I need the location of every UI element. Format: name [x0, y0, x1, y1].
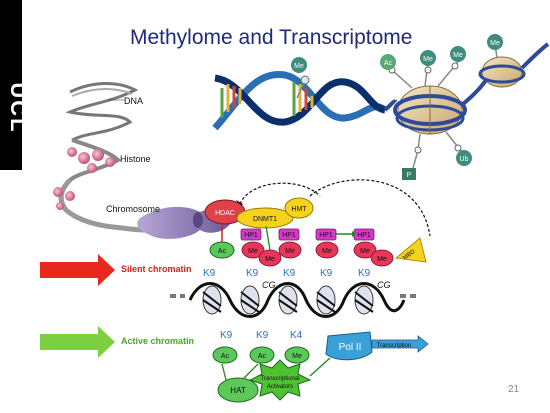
dna-label: DNA [124, 96, 144, 106]
svg-text:Me: Me [322, 248, 332, 255]
mark-me-1: Me [291, 57, 307, 73]
dnmt1-label: DNMT1 [253, 216, 277, 223]
me-silent-6: Me [370, 249, 394, 267]
mark-me-4-label: Me [490, 40, 500, 47]
tail-joints [388, 62, 462, 154]
mbd-node: MBD [395, 237, 427, 263]
hp1-box-2: HP1 [278, 228, 300, 241]
k9-silent-5: K9 [358, 268, 371, 279]
ucl-logo-bar: UCL [0, 0, 31, 170]
svg-text:Me: Me [285, 248, 295, 255]
nucleosome-small [478, 56, 526, 88]
me-active: Me [284, 346, 310, 364]
svg-text:Ac: Ac [258, 353, 267, 360]
mark-ub-label: Ub [460, 156, 469, 163]
histone-beads [53, 147, 115, 210]
hp1-box-4: HP1 [353, 228, 375, 241]
k9-silent-2: K9 [246, 268, 259, 279]
pol2-node: Pol II [325, 331, 373, 361]
histone-label: Histone [120, 154, 151, 164]
transcription-arrow: Transcription [371, 335, 429, 353]
mark-me-2: Me [420, 50, 436, 66]
me-silent-4: Me [315, 241, 339, 259]
mark-me-2-label: Me [423, 56, 433, 63]
svg-text:Activators: Activators [267, 384, 293, 390]
mark-me-3-label: Me [453, 52, 463, 59]
mark-ac: Ac [380, 54, 396, 70]
dna-double-helix [212, 70, 388, 131]
k9-active-1: K9 [220, 330, 233, 341]
svg-text:Transcriptional: Transcriptional [260, 376, 299, 382]
active-chromatin-label: Active chromatin [121, 336, 194, 346]
mark-ac-label: Ac [384, 60, 393, 67]
k4-active: K4 [290, 330, 303, 341]
ac-silent-node: Ac [209, 241, 235, 259]
ac-silent-label: Ac [218, 248, 227, 255]
hp1-box-3: HP1 [315, 228, 337, 241]
mark-me-3: Me [450, 46, 466, 62]
hmt-label: HMT [291, 206, 307, 213]
svg-text:Me: Me [360, 248, 370, 255]
slide-title: Methylome and Transcriptome [130, 26, 413, 49]
svg-text:HP1: HP1 [244, 232, 258, 239]
mark-ub: Ub [456, 150, 472, 166]
k9-silent-4: K9 [320, 268, 333, 279]
me-silent-3: Me [278, 241, 302, 259]
svg-text:Me: Me [377, 256, 387, 263]
me-silent-2: Me [258, 249, 282, 267]
transcriptional-activators: Transcriptional Activators [248, 359, 312, 401]
active-chromatin-arrow [40, 326, 115, 358]
chromatin-fiber [170, 282, 420, 318]
mark-me-1-label: Me [294, 63, 304, 70]
k9-active-2: K9 [256, 330, 269, 341]
svg-text:HP1: HP1 [357, 232, 371, 239]
ac-active-1: Ac [212, 346, 238, 364]
mark-p-label: P [407, 172, 412, 179]
mark-me-4: Me [487, 34, 503, 50]
hmt-node: HMT [284, 197, 314, 219]
svg-text:Me: Me [248, 248, 258, 255]
hdac-label: HDAC [215, 210, 235, 217]
svg-text:Me: Me [292, 353, 302, 360]
svg-text:Me: Me [265, 256, 275, 263]
svg-text:HP1: HP1 [282, 232, 296, 239]
cg-label-2: CG [377, 280, 391, 290]
mark-p: P [402, 168, 416, 180]
hat-node: HAT [217, 377, 259, 403]
k9-silent-1: K9 [203, 268, 216, 279]
me-silent-1: Me [241, 241, 265, 259]
dnmt1-node: DNMT1 [236, 207, 294, 229]
mbd-feedback-arrow [309, 179, 431, 237]
me-silent-5: Me [353, 241, 377, 259]
cg-label-1: CG [262, 280, 276, 290]
slide-number: 21 [508, 384, 520, 395]
pol2-label: Pol II [339, 342, 362, 353]
hp1-box-1: HP1 [240, 228, 262, 241]
k9-silent-3: K9 [283, 268, 296, 279]
transcription-label: Transcription [377, 343, 411, 349]
nucleosome-large [393, 85, 467, 135]
svg-text:HP1: HP1 [319, 232, 333, 239]
silent-chromatin-label: Silent chromatin [121, 264, 192, 274]
chromosome-label: Chromosome [106, 204, 161, 214]
silent-chromatin-arrow [40, 254, 115, 286]
hdac-feedback-arrow [239, 182, 321, 205]
svg-text:Ac: Ac [221, 353, 230, 360]
ac-active-2: Ac [249, 346, 275, 364]
hat-label: HAT [230, 386, 246, 395]
nucleosome-wraps [202, 291, 374, 313]
